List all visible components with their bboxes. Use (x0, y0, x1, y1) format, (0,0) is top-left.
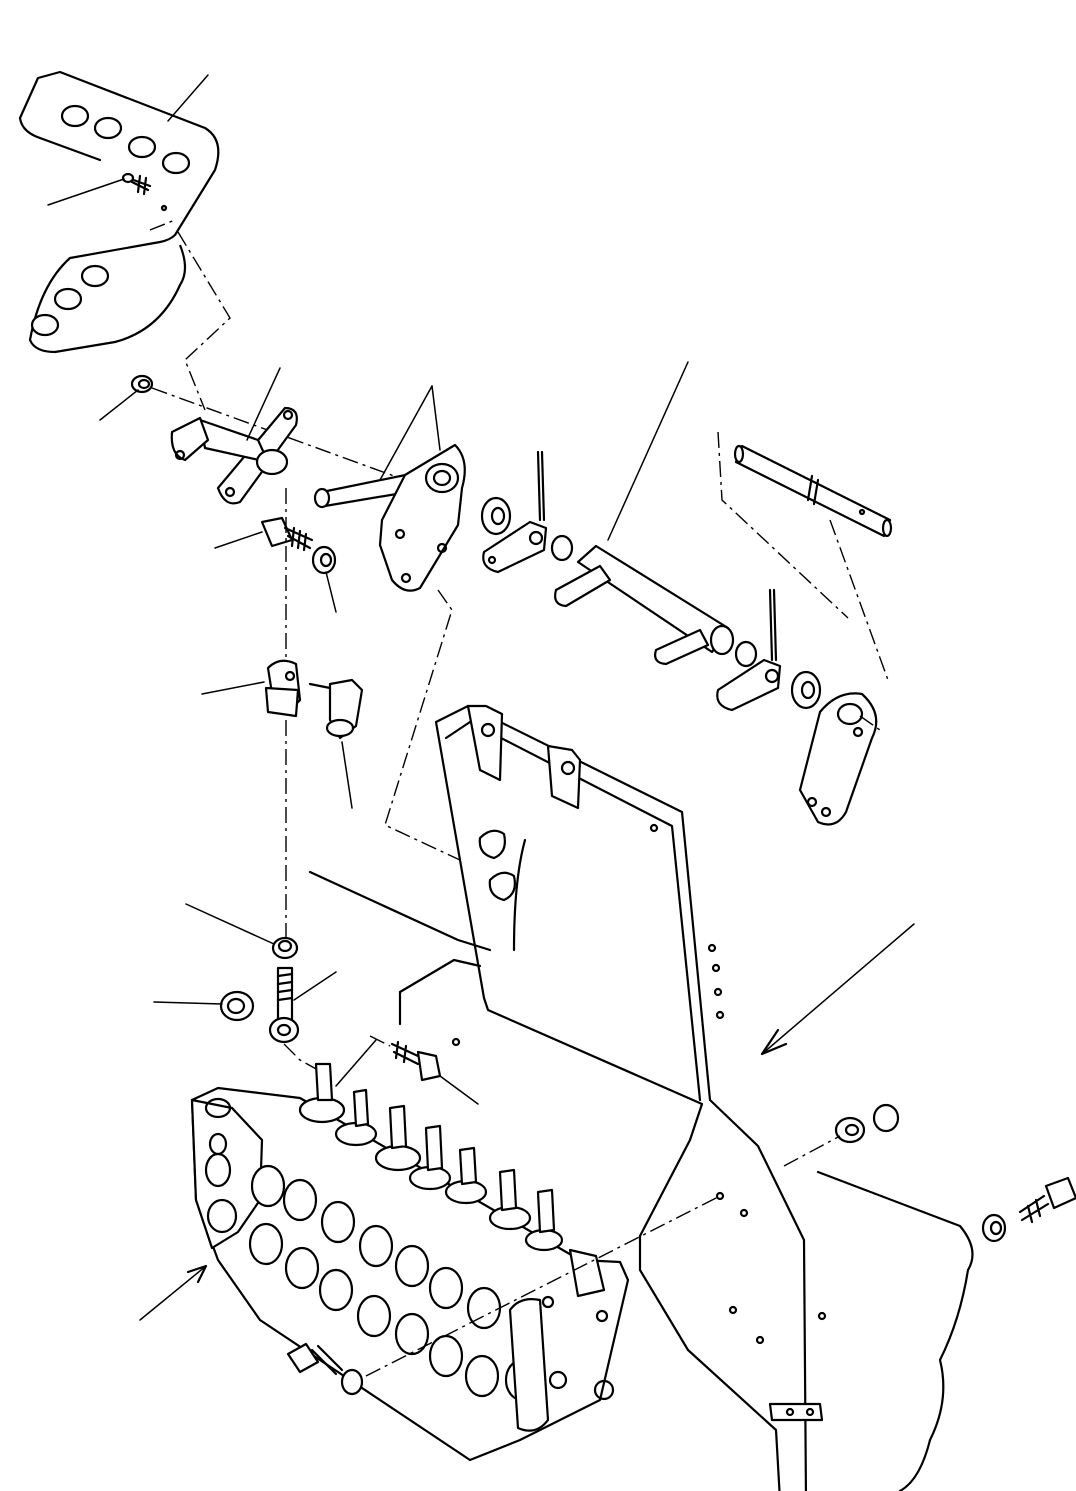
leader-line (153, 1001, 223, 1005)
pedal-screw (121, 172, 168, 212)
valve-end-cap (508, 1248, 609, 1432)
leader-line (185, 903, 275, 945)
centerline (177, 231, 231, 411)
centerline (369, 1035, 391, 1047)
pedal-pivot-bracket (170, 406, 298, 505)
leader-line (325, 571, 337, 613)
centerline (149, 219, 176, 231)
hex-bolt (260, 516, 314, 552)
frame-bolt (981, 1176, 1076, 1243)
centerline (365, 1195, 721, 1377)
rod-end (268, 966, 300, 1044)
leader-line (431, 385, 441, 451)
arrow-head (760, 1028, 788, 1056)
linkage-shaft (554, 544, 735, 666)
frame-nut (834, 1103, 900, 1144)
lock-nut (271, 936, 299, 960)
leader-line (47, 178, 125, 206)
snap-ring (130, 374, 154, 394)
centerline (384, 589, 461, 861)
machine-frame (308, 838, 974, 1491)
lower-bolt (286, 1342, 364, 1396)
leader-line (607, 361, 689, 541)
arrow-head (186, 1264, 208, 1284)
leader-line (99, 389, 139, 421)
leader-line (201, 681, 265, 695)
bushing-pair (480, 496, 574, 562)
leader-line (167, 74, 209, 122)
centerline (283, 1043, 319, 1071)
bushing (219, 990, 255, 1022)
leader-line (214, 531, 263, 549)
bushing-pair-2 (716, 588, 822, 712)
centerline (783, 1135, 841, 1167)
pedal-arm-shaft (313, 443, 466, 592)
leader-line (335, 1039, 377, 1087)
washer (311, 545, 337, 575)
leader-line (139, 1265, 207, 1321)
leader-line (341, 741, 353, 809)
centerline (859, 715, 881, 731)
leader-line (246, 367, 281, 441)
leader-line (293, 971, 337, 1001)
split-pin (482, 450, 548, 574)
valve-mount-bolt (390, 1040, 442, 1082)
bracket-frame (434, 704, 827, 1491)
clevis-pin (308, 678, 364, 740)
leader-line (439, 1075, 479, 1105)
valve-spools (298, 1062, 564, 1252)
lever-plate (798, 692, 878, 826)
long-rod (733, 444, 893, 538)
pedal-plate (18, 70, 220, 354)
leader-line (379, 385, 433, 481)
centerline (717, 431, 889, 681)
clevis (264, 659, 302, 718)
leader-line (761, 923, 915, 1055)
